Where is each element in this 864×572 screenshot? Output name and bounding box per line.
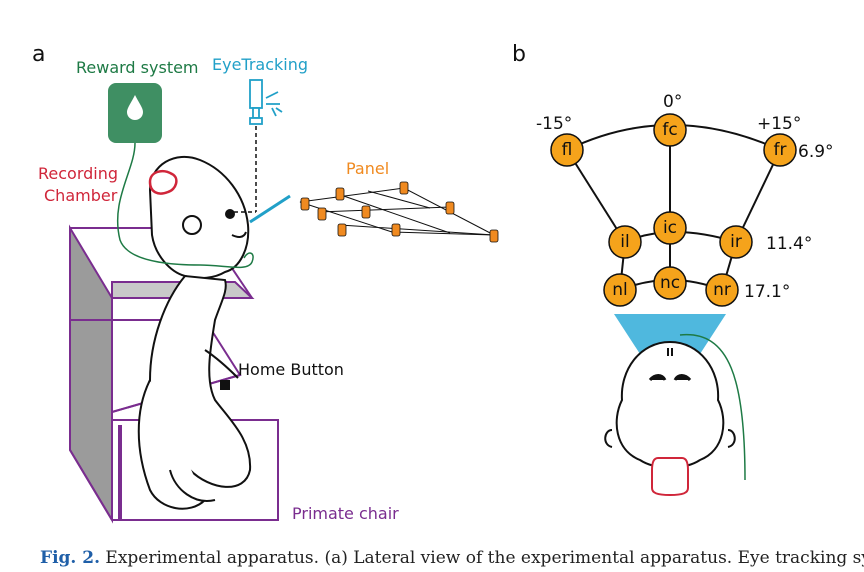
target-fl: [550, 133, 584, 167]
target-ic: [653, 211, 687, 245]
eye-screen: [249, 194, 291, 224]
target-nl: [603, 273, 637, 307]
recording-chamber-top: [651, 457, 689, 497]
target-label-nl: nl: [612, 280, 628, 300]
target-ir: [719, 225, 753, 259]
target-fr: [763, 133, 797, 167]
reward-tube: [116, 142, 254, 269]
eccentricity-near-label: 17.1°: [744, 282, 791, 302]
display-screen: [614, 314, 726, 354]
panel-target-can: [445, 201, 455, 215]
angle-center-label: 0°: [663, 92, 683, 112]
eye-tracking-label: EyeTracking: [212, 55, 309, 74]
panel-target-can: [489, 229, 499, 243]
primate-chair-label: Primate chair: [292, 504, 399, 523]
target-label-il: il: [620, 232, 629, 252]
panel-target-can: [391, 223, 401, 237]
target-nc: [653, 266, 687, 300]
target-il: [608, 225, 642, 259]
panel-target-can: [399, 181, 409, 195]
target-fc: [653, 113, 687, 147]
caption-prefix: Fig. 2.: [40, 548, 100, 568]
angle-left-label: -15°: [536, 114, 573, 134]
target-label-ic: ic: [663, 218, 677, 238]
target-label-ir: ir: [730, 232, 742, 252]
caption-text: Experimental apparatus. (a) Lateral view…: [100, 548, 864, 568]
monkey-head-top-view: [604, 340, 736, 469]
target-grid-lines: [566, 124, 781, 291]
target-label-fl: fl: [562, 140, 573, 160]
target-label-fc: fc: [662, 120, 677, 140]
target-nr: [705, 273, 739, 307]
home-button: [220, 380, 230, 390]
home-button-label: Home Button: [238, 360, 344, 379]
water-drop-icon: [127, 95, 143, 120]
panel-target-can: [300, 197, 310, 211]
panel-target-can: [317, 207, 327, 221]
target-label-nr: nr: [713, 280, 731, 300]
figure-caption: Fig. 2. Experimental apparatus. (a) Late…: [40, 548, 864, 568]
targets: fl fc fr il ic ir nl nc nr: [550, 113, 797, 307]
eye-tracker-camera-icon: [249, 79, 283, 125]
recording-chamber-label-line2: Chamber: [44, 186, 118, 205]
angle-right-label: +15°: [757, 114, 802, 134]
recording-chamber-label-line1: Recording: [38, 164, 119, 183]
panel-label: Panel: [346, 159, 390, 178]
monkey-illustration: [137, 155, 252, 510]
panel-b-letter: b: [512, 42, 526, 67]
panel-target-can: [337, 223, 347, 237]
target-label-nc: nc: [660, 273, 680, 293]
panel-target-can: [335, 187, 345, 201]
eccentricity-far-label: 6.9°: [798, 142, 834, 162]
target-panel: [299, 181, 499, 243]
reward-tube-top: [679, 333, 746, 481]
eccentricity-intermediate-label: 11.4°: [766, 234, 813, 254]
panel-a-letter: a: [32, 42, 46, 67]
target-label-fr: fr: [774, 140, 787, 160]
panel-target-can: [361, 205, 371, 219]
recording-chamber: [148, 170, 178, 195]
reward-system-label: Reward system: [76, 58, 199, 77]
